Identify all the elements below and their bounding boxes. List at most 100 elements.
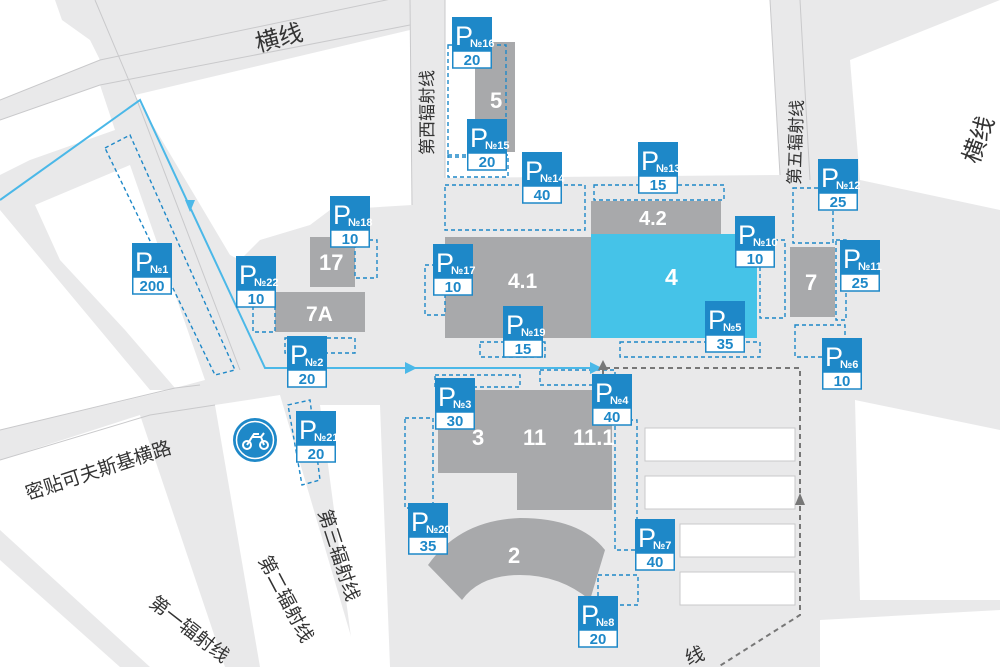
building-7a [275,292,365,332]
parking-sign-capacity: 10 [248,291,265,308]
parking-sign-capacity: 35 [420,538,437,555]
parking-bays [644,427,796,606]
building-label-2: 2 [508,543,520,568]
lot-14-outline [444,184,586,231]
route-line [0,98,600,369]
parking-sign-capacity: 20 [479,154,496,171]
block-left-mid [0,210,170,430]
block-left-upper [0,85,115,175]
building-label-11: 11 [523,425,546,450]
road-edge-1 [0,0,389,101]
parking-sign-panel [635,519,675,553]
lot-10-outline [759,239,786,319]
building-3-11 [438,390,612,510]
parking-sign-capacity-box [840,273,880,292]
parking-sign-capacity-box [735,249,775,268]
block-north-east [850,0,1000,210]
parking-sign-panel [287,336,327,370]
parking-sign-number: №4 [610,395,629,407]
parking-sign-panel [132,243,172,277]
parking-sign-panel [236,256,276,290]
parking-sign-capacity-box [592,407,632,426]
parking-sign-letter: P [299,415,317,445]
parking-sign-capacity: 20 [299,371,316,388]
parking-sign-letter: P [333,200,351,230]
parking-sign-letter: P [641,146,659,176]
bay-4 [679,571,796,606]
parking-sign-number: №7 [653,540,671,552]
parking-sign-capacity: 25 [852,275,869,292]
parking-sign-capacity-box [287,369,327,388]
parking-sign-panel [735,216,775,250]
parking-sign-number: №17 [451,265,476,277]
lot-3-outline [434,374,521,388]
building-label-17: 17 [319,250,343,275]
parking-sign-number: №3 [453,399,471,411]
parking-sign-number: №14 [540,173,565,185]
parking-sign-panel [435,378,475,412]
parking-sign-number: №15 [485,140,510,152]
parking-sign-capacity: 40 [534,187,551,204]
block-south-east [855,400,1000,600]
parking-sign-capacity-box [635,552,675,571]
parking-sign-number: №16 [470,38,495,50]
parking-sign-letter: P [708,305,726,335]
parking-sign-capacity-box [638,175,678,194]
block-south-east-2 [820,610,1000,667]
parking-sign-letter: P [821,163,839,193]
parking-sign-panel [822,338,862,372]
parking-sign-capacity-box [467,152,507,171]
road-edge-6 [409,0,413,206]
parking-sign-panel [408,503,448,537]
parking-sign-letter: P [738,220,756,250]
parking-sign-panel [330,196,370,230]
parking-sign-letter: P [595,378,613,408]
parking-sign-number: №6 [840,359,858,371]
parking-sign-number: №22 [254,277,279,289]
building-4-2 [591,201,721,234]
parking-sign-capacity-box [408,536,448,555]
parking-sign-letter: P [438,382,456,412]
block-south-west-3 [215,395,360,667]
parking-sign-capacity: 15 [515,341,532,358]
parking-sign-capacity-box [503,339,543,358]
parking-sign-letter: P [506,310,524,340]
lot-12-outline [792,187,834,244]
service-arrow-up-2 [795,493,805,505]
parking-sign-capacity: 200 [139,278,164,295]
parking-sign-capacity-box [433,277,473,296]
block-south-west-1 [0,415,225,667]
parking-sign-capacity-box [522,185,562,204]
parking-sign-capacity-box [578,629,618,648]
parking-sign-number: №5 [723,322,741,334]
parking-sign-letter: P [825,342,843,372]
parking-sign-panel [522,152,562,186]
road-edge-4 [0,384,201,431]
parking-sign-capacity: 40 [604,409,621,426]
building-label-11-1: 11.1 [573,425,615,450]
building-label-7: 7 [805,270,817,295]
parking-sign-panel [433,244,473,278]
block-south-west-4 [320,405,390,667]
parking-sign-capacity: 40 [647,554,664,571]
parking-sign-panel [705,301,745,335]
parking-sign-letter: P [638,523,656,553]
parking-sign-number: №11 [858,261,882,273]
parking-sign-capacity: 10 [747,251,764,268]
